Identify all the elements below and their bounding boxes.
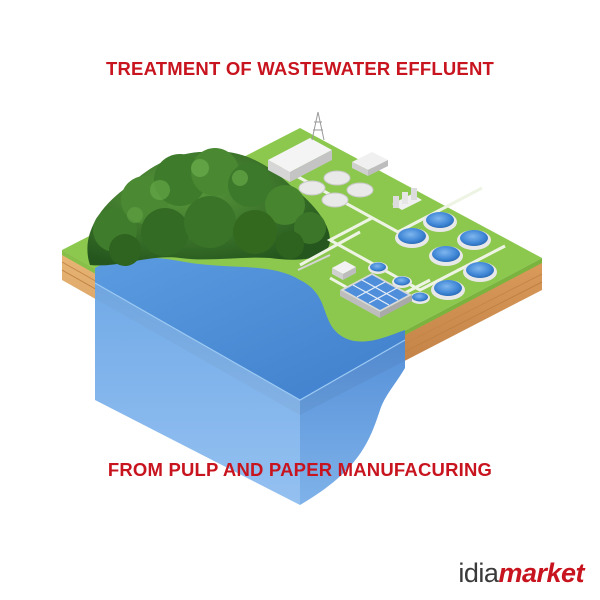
storage-domes bbox=[298, 170, 374, 208]
power-tower bbox=[311, 111, 325, 141]
logo-text-part1: idia bbox=[458, 558, 499, 588]
clarifier-tanks bbox=[395, 212, 497, 300]
industrial-units bbox=[352, 152, 422, 210]
aeration-basins bbox=[340, 273, 412, 318]
page-title: TREATMENT OF WASTEWATER EFFLUENT bbox=[105, 58, 495, 79]
pump-house bbox=[332, 261, 356, 280]
pipeline bbox=[297, 254, 331, 271]
brand-logo: idia market bbox=[0, 558, 584, 588]
small-tanks bbox=[368, 262, 430, 304]
forest bbox=[87, 148, 330, 266]
water-body bbox=[94, 257, 406, 505]
factory-building bbox=[268, 138, 332, 182]
page-subtitle: FROM PULP AND PAPER MANUFACURING bbox=[107, 459, 493, 480]
logo-text-part2: market bbox=[498, 558, 584, 588]
